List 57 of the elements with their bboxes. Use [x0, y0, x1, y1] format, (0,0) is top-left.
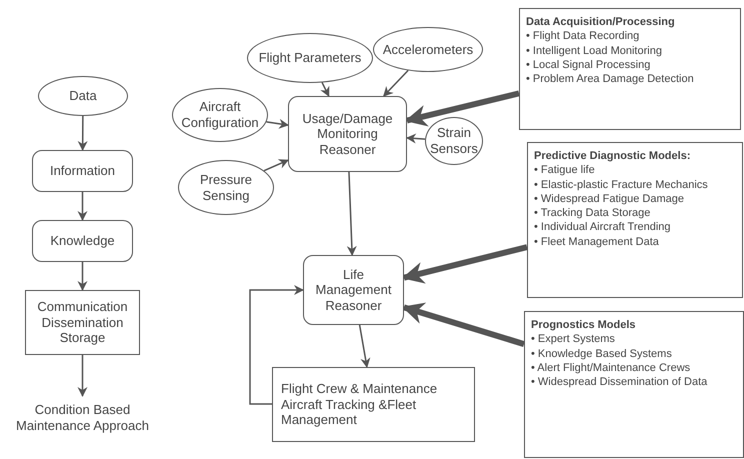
- arrow: [264, 159, 289, 172]
- arrow: [266, 118, 289, 129]
- box-heading: Data Acquisition/Processing: [526, 15, 675, 30]
- ellipse-node: [425, 117, 483, 165]
- node-label: Information: [50, 163, 116, 179]
- node-label: Knowledge: [50, 233, 115, 249]
- thick-arrow: [402, 302, 525, 347]
- node-label: Strain Sensors: [429, 125, 479, 157]
- bullet-item: • Fatigue life: [534, 163, 595, 178]
- bullet-item: • Flight Data Recording: [526, 29, 640, 44]
- bullet-item: • Local Signal Processing: [526, 58, 650, 72]
- thick-arrow: [404, 90, 520, 127]
- arrow: [383, 70, 409, 97]
- process-box: [32, 220, 133, 262]
- info-box: [527, 142, 743, 298]
- node-label: Flight Parameters: [258, 50, 362, 66]
- bullet-item: • Individual Aircraft Trending: [534, 220, 671, 235]
- thick-arrow: [402, 244, 528, 284]
- node-label: Aircraft Configuration: [180, 99, 260, 131]
- box-heading: Predictive Diagnostic Models:: [534, 149, 690, 164]
- node-label: Accelerometers: [382, 42, 474, 58]
- arrow: [320, 82, 330, 97]
- bullet-item: • Expert Systems: [531, 332, 615, 347]
- process-box: [32, 150, 133, 192]
- node-label: Pressure Sensing: [198, 172, 254, 204]
- bullet-item: • Alert Flight/Maintenance Crews: [531, 360, 690, 376]
- node-label: Life Management Reasoner: [314, 266, 392, 314]
- box-heading: Prognostics Models: [531, 318, 636, 332]
- bullet-item: • Widespread Dissemination of Data: [531, 375, 708, 390]
- ellipse-node: [247, 33, 373, 83]
- arrow: [78, 192, 88, 221]
- process-box: [272, 367, 475, 442]
- ellipse-node: [373, 27, 483, 72]
- process-box: [288, 96, 407, 172]
- arrow: [406, 134, 426, 144]
- bullet-item: • Widespread Fatigue Damage: [534, 192, 684, 206]
- arrow: [78, 262, 88, 291]
- arrow: [78, 355, 88, 397]
- bullet-item: • Elastic-plastic Fracture Mechanics: [534, 178, 708, 192]
- process-box: [303, 255, 404, 325]
- node-label: Data: [69, 88, 97, 104]
- arrow: [346, 172, 357, 256]
- bullet-item: • Tracking Data Storage: [534, 206, 650, 220]
- node-label: Flight Crew & Maintenance Aircraft Tracking &Fleet Management: [281, 381, 438, 428]
- node-label: Usage/Damage Monitoring Reasoner: [301, 110, 394, 158]
- arrow: [249, 285, 304, 405]
- bullet-item: • Knowledge Based Systems: [531, 346, 672, 361]
- info-box: [524, 311, 744, 458]
- bullet-item: • Problem Area Damage Detection: [526, 72, 694, 86]
- process-box: [25, 290, 140, 355]
- bullet-item: • Intelligent Load Monitoring: [526, 44, 662, 58]
- bullet-item: • Fleet Management Data: [534, 234, 659, 250]
- arrow: [78, 116, 88, 151]
- arrow: [358, 324, 370, 368]
- info-box: [519, 8, 741, 130]
- node-label: Condition Based Maintenance Approach: [15, 402, 150, 434]
- node-label: Communication Dissemination Storage: [36, 299, 129, 346]
